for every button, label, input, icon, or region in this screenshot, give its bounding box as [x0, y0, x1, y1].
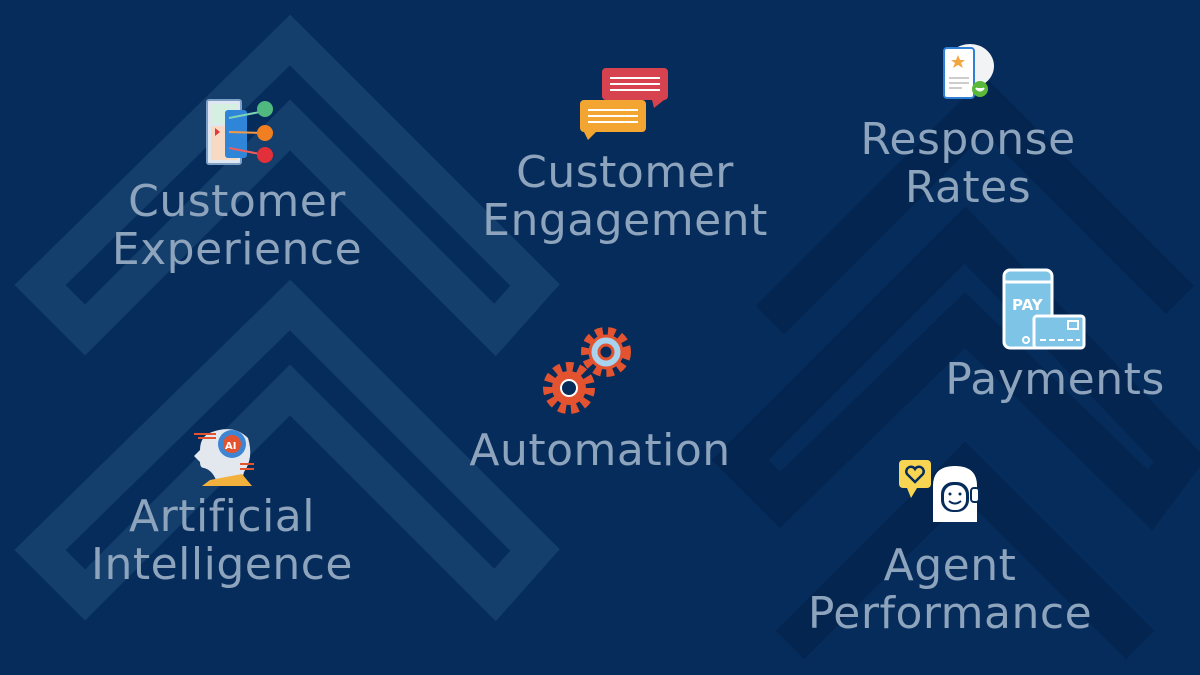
feature-label: Experience — [111, 224, 363, 275]
chat-bubbles-icon — [580, 68, 668, 140]
feature-agent-performance: Agent Performance — [790, 542, 1110, 638]
chevron-shape — [755, 76, 1195, 335]
feature-customer-experience: Customer Experience — [87, 178, 387, 274]
feature-label: Intelligence — [90, 539, 353, 590]
chevron-shape — [14, 279, 560, 622]
phone-rating-icon — [943, 44, 994, 99]
customer-journey-icon — [206, 99, 273, 165]
chevron-shape — [711, 206, 1200, 531]
feature-response-rates: Response Rates — [818, 116, 1118, 212]
mobile-payment-icon: PAY — [1002, 268, 1086, 350]
pay-text: PAY — [1012, 296, 1044, 314]
feature-payments: Payments — [930, 356, 1180, 404]
feature-label: Artificial — [129, 491, 315, 542]
feature-label: Performance — [807, 588, 1093, 639]
feature-label: Customer — [128, 176, 346, 227]
feature-label: Agent — [883, 540, 1017, 591]
ai-head-icon: AI — [194, 429, 254, 486]
feature-label: Customer — [516, 147, 734, 198]
gears-icon — [543, 327, 631, 414]
agent-headset-icon — [899, 460, 980, 522]
feature-label: Engagement — [482, 195, 768, 246]
feature-label: Payments — [945, 354, 1165, 405]
feature-label: Rates — [904, 162, 1032, 213]
feature-label: Automation — [469, 425, 731, 476]
ai-text: AI — [225, 441, 236, 452]
feature-artificial-intelligence: Artificial Intelligence — [72, 493, 372, 589]
chevron-shape — [14, 14, 560, 357]
feature-label: Response — [860, 114, 1076, 165]
feature-customer-engagement: Customer Engagement — [460, 149, 790, 245]
feature-automation: Automation — [450, 427, 750, 475]
